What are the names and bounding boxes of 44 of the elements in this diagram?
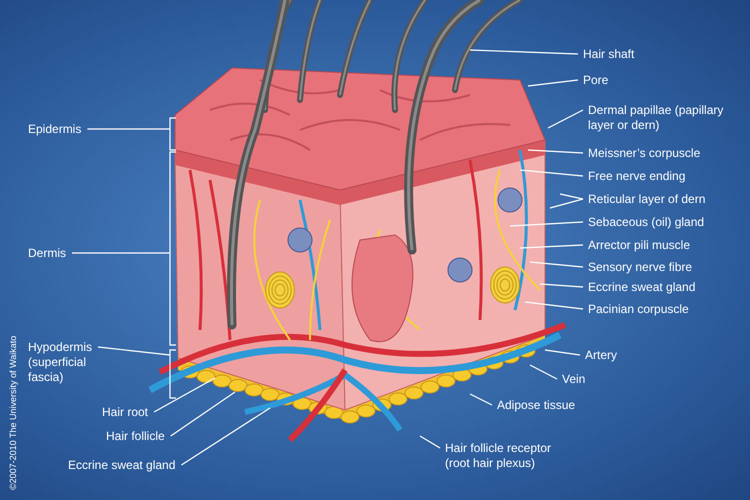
leader-line — [470, 49, 578, 55]
leader-line — [520, 169, 584, 177]
part-label: Meissner’s corpuscle — [588, 146, 738, 161]
part-label: Eccrine sweat gland — [68, 458, 198, 473]
leader-line — [87, 128, 170, 130]
leader-line — [520, 244, 584, 249]
leader-line — [98, 346, 170, 356]
leader-line — [530, 364, 558, 380]
leader-line — [72, 252, 170, 254]
part-label: Hair follicle — [106, 429, 174, 444]
leader-line — [154, 377, 216, 413]
leader-line — [540, 283, 584, 288]
part-label: Reticular layer of dern — [588, 192, 738, 207]
leader-line — [470, 393, 492, 406]
part-label: Vein — [562, 372, 612, 387]
leader-line — [524, 301, 584, 310]
part-label: Adipose tissue — [497, 398, 597, 413]
part-label: Sensory nerve fibre — [588, 260, 738, 275]
part-label: Hair root — [102, 405, 157, 420]
part-label: Hair follicle receptor (root hair plexus) — [445, 441, 575, 471]
part-label: Pore — [583, 73, 663, 88]
copyright-text: ©2007-2010 The University of Waikato — [8, 336, 18, 490]
leader-line — [420, 435, 440, 449]
leader-line — [548, 109, 584, 129]
leader-line — [510, 221, 584, 227]
part-label: Pacinian corpuscle — [588, 302, 738, 317]
leader-line — [528, 149, 584, 154]
part-label: Dermis — [28, 246, 72, 261]
part-label: Artery — [585, 348, 645, 363]
leader-line — [544, 349, 580, 356]
part-label: Hypodermis (superficial fascia) — [28, 340, 114, 385]
leader-line — [528, 79, 578, 87]
leader-line — [550, 198, 584, 209]
leader-line — [560, 193, 584, 200]
part-label: Free nerve ending — [588, 169, 738, 184]
leader-line — [170, 392, 236, 436]
leader-line — [530, 261, 584, 268]
leader-line — [181, 408, 270, 466]
part-label: Arrector pili muscle — [588, 238, 738, 253]
part-label: Epidermis — [28, 122, 92, 137]
part-label: Dermal papillae (papillary layer or dern) — [588, 103, 728, 133]
part-label: Hair shaft — [583, 47, 703, 62]
part-label: Sebaceous (oil) gland — [588, 215, 738, 230]
part-label: Eccrine sweat gland — [588, 280, 738, 295]
